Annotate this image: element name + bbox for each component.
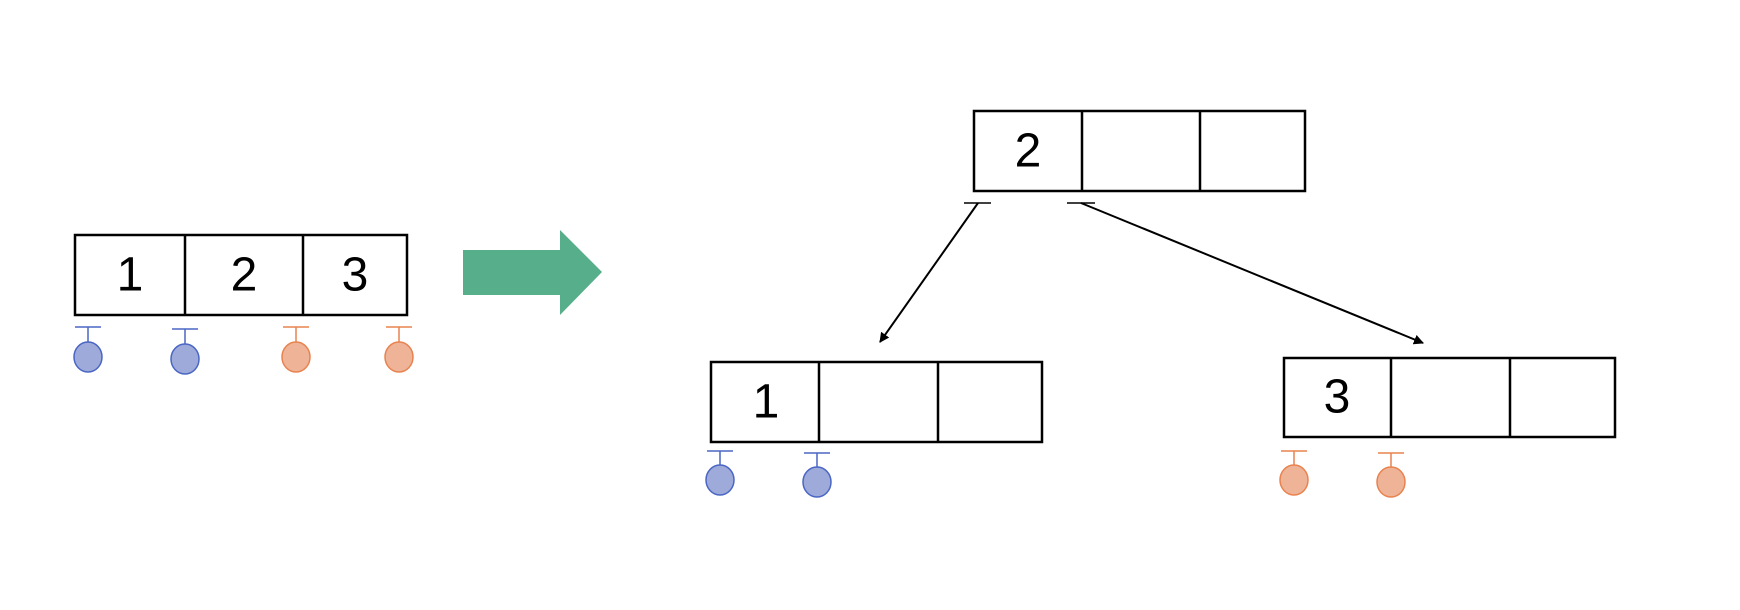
left-child-node-box bbox=[709, 360, 1044, 444]
left-child-node: 1 bbox=[709, 360, 1044, 444]
before-node: 1 2 3 bbox=[73, 233, 409, 317]
orange-child-pointer-icon bbox=[1376, 466, 1406, 498]
before-child-pointer bbox=[384, 326, 414, 373]
blue-child-pointer-icon bbox=[705, 464, 735, 496]
edge-to-right-child bbox=[1080, 202, 1424, 345]
right-child-pointer bbox=[1279, 450, 1309, 496]
before-key-1: 1 bbox=[117, 249, 144, 302]
root-node: 2 bbox=[972, 109, 1307, 193]
orange-child-pointer-icon bbox=[1279, 464, 1309, 496]
blue-child-pointer-icon bbox=[170, 343, 200, 375]
edge-to-left-child bbox=[879, 202, 979, 343]
right-child-key-1: 3 bbox=[1324, 371, 1351, 424]
before-key-3: 3 bbox=[342, 249, 369, 302]
before-key-2: 2 bbox=[231, 249, 258, 302]
left-child-pointer bbox=[705, 450, 735, 496]
blue-child-pointer-icon bbox=[73, 341, 103, 373]
left-child-pointer bbox=[802, 452, 832, 498]
right-child-node-box bbox=[1282, 356, 1617, 439]
right-arrow-icon bbox=[463, 230, 602, 315]
before-child-pointer bbox=[73, 326, 103, 373]
before-child-pointer bbox=[281, 326, 311, 373]
orange-child-pointer-icon bbox=[384, 341, 414, 373]
before-node-box bbox=[73, 233, 409, 317]
orange-child-pointer-icon bbox=[281, 341, 311, 373]
root-node-box bbox=[972, 109, 1307, 193]
left-child-key-1: 1 bbox=[753, 376, 780, 429]
right-child-pointer bbox=[1376, 452, 1406, 498]
before-child-pointer bbox=[170, 328, 200, 375]
root-key-1: 2 bbox=[1015, 125, 1042, 178]
blue-child-pointer-icon bbox=[802, 466, 832, 498]
right-child-node: 3 bbox=[1282, 356, 1617, 439]
